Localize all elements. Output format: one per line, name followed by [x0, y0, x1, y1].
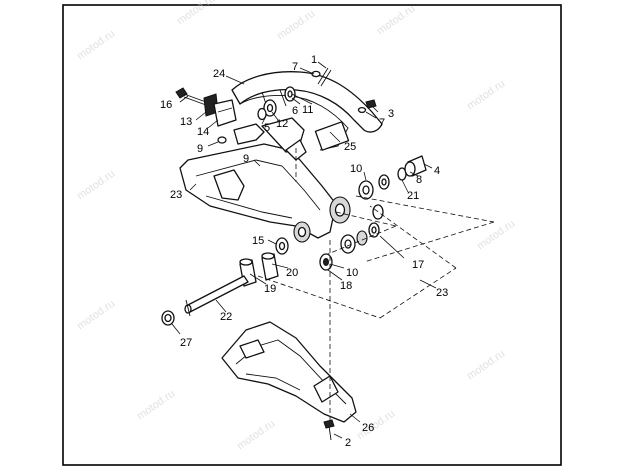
- chain-guard: [231, 71, 383, 151]
- bottom-bolt: [323, 419, 335, 441]
- callout-labels: 1 7 24 16 6 11 3 7 13 5 12 14 9 25 9 10 …: [160, 54, 448, 449]
- callout-9-lower: 9: [243, 153, 249, 165]
- callout-23-lower: 23: [436, 287, 448, 299]
- callout-18: 18: [340, 280, 352, 292]
- callout-12: 12: [276, 118, 288, 130]
- callout-9-upper: 9: [197, 143, 203, 155]
- callout-25: 25: [344, 141, 356, 153]
- callout-10-lower: 10: [346, 267, 358, 279]
- callout-8: 8: [416, 174, 422, 186]
- callout-3: 3: [388, 108, 394, 120]
- long-bolt: [175, 87, 207, 106]
- lower-chain-guard: [221, 321, 357, 423]
- callout-24: 24: [213, 68, 225, 80]
- callout-26: 26: [362, 422, 374, 434]
- callout-6: 6: [292, 105, 298, 117]
- assembly-lines: [257, 148, 495, 420]
- callout-17: 17: [412, 259, 424, 271]
- callout-5: 5: [264, 122, 270, 134]
- callout-10-upper: 10: [350, 163, 362, 175]
- top-bolt: [311, 67, 332, 87]
- callout-11: 11: [302, 104, 313, 116]
- callout-20: 20: [286, 267, 298, 279]
- callout-4: 4: [434, 165, 440, 177]
- callout-7-right: 7: [379, 117, 385, 129]
- callout-1: 1: [311, 54, 317, 66]
- callout-23-upper: 23: [170, 189, 182, 201]
- pivot-cap: [161, 310, 175, 326]
- small-spacers: [257, 86, 296, 121]
- pivot-shaft: [184, 275, 249, 317]
- callout-16: 16: [160, 99, 172, 111]
- pivot-right-parts: [358, 155, 427, 200]
- callout-14: 14: [197, 126, 209, 138]
- callout-27: 27: [180, 337, 192, 349]
- callout-15: 15: [252, 235, 264, 247]
- right-bolt: [357, 99, 377, 114]
- callout-13: 13: [180, 116, 192, 128]
- callout-7-top: 7: [292, 61, 298, 73]
- callout-19: 19: [264, 283, 276, 295]
- callout-22: 22: [220, 311, 232, 323]
- callout-21: 21: [407, 190, 419, 202]
- leader-lines: [171, 61, 437, 439]
- bearing-stack: [239, 237, 333, 287]
- swingarm: [179, 117, 351, 243]
- callout-2: 2: [345, 437, 351, 449]
- bracket-block: [203, 93, 237, 127]
